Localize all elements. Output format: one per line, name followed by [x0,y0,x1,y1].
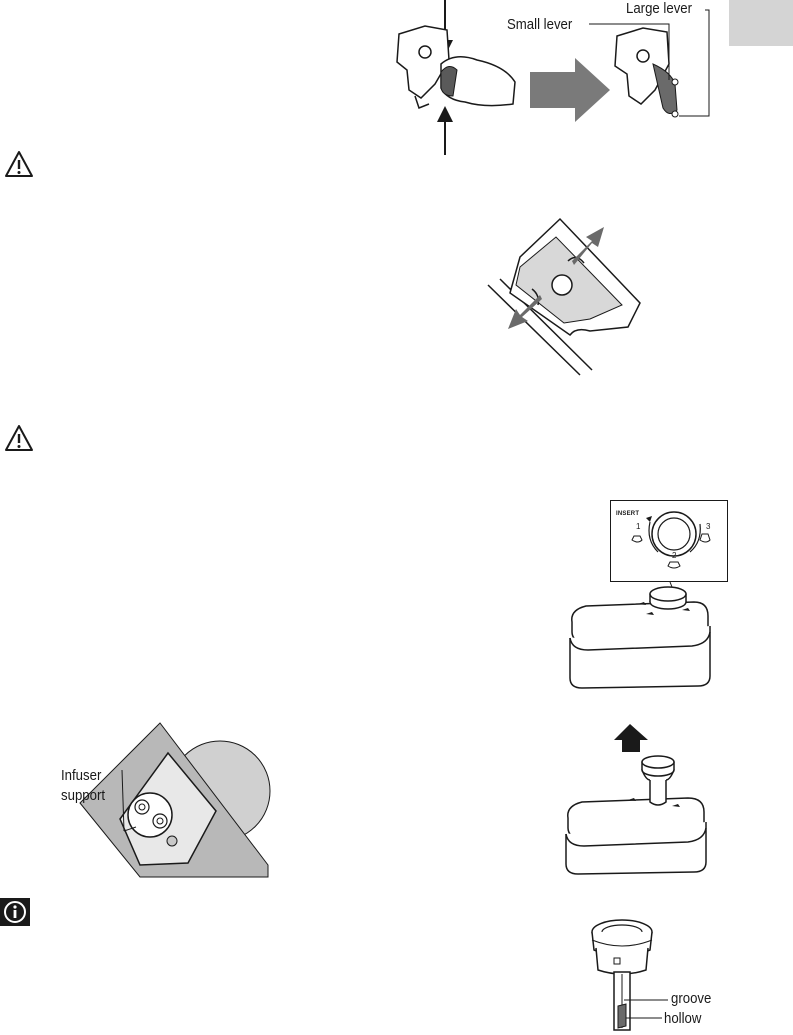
container-with-dial-illustration [569,581,711,689]
dial-position-3: 3 [706,522,711,531]
language-tab [729,0,793,46]
lever-press-illustration [396,0,710,155]
small-lever-label: Small lever [507,16,573,33]
groove-label: groove [671,990,712,1007]
infuser-panel-illustration [487,217,641,376]
infuser-label: Infuser [61,767,102,784]
infuser-groove-illustration [591,919,668,1031]
dial-insert-label: INSERT [616,511,640,517]
warning-icon [5,151,33,177]
large-lever-label: Large lever [626,0,693,17]
info-icon [0,898,30,926]
container-lift-illustration [565,724,707,875]
support-label: support [61,787,106,804]
warning-icon [5,425,33,451]
dial-position-2: 2 [672,551,677,560]
dial-callout-box [610,500,728,582]
infuser-support-illustration [79,722,271,878]
dial-position-1: 1 [636,522,641,531]
hollow-label: hollow [664,1010,702,1027]
